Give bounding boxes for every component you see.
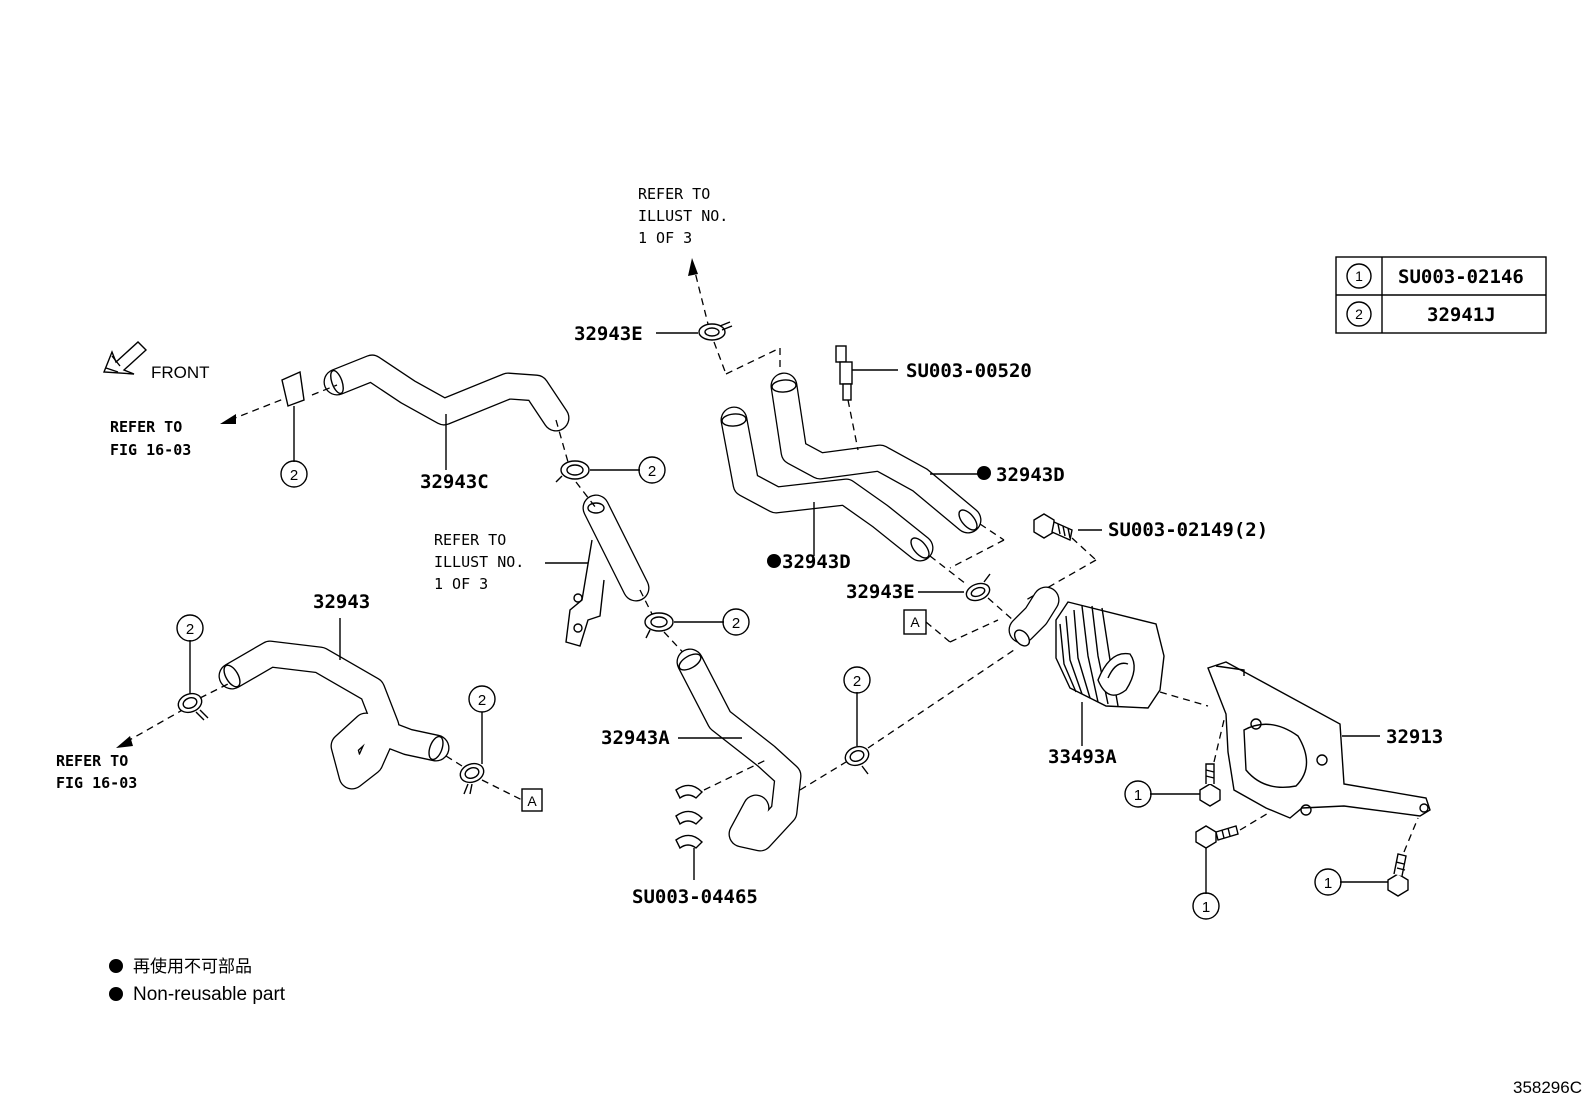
svg-text:FIG 16-03: FIG 16-03	[56, 774, 137, 792]
callout-number: 2	[290, 467, 298, 484]
label-33493A: 33493A	[1048, 746, 1117, 768]
hose-clamp: 2	[176, 614, 233, 721]
hose-clamp: 2 A	[445, 685, 543, 812]
table-row: 1 SU003-02146	[1346, 263, 1524, 289]
label-32943E-mid: 32943E	[846, 581, 915, 603]
hose-clamp-32943E	[656, 321, 781, 375]
svg-text:1: 1	[1202, 899, 1210, 916]
hose-32943C	[323, 354, 570, 470]
bolt: 1	[1314, 817, 1419, 897]
svg-text:1: 1	[1324, 875, 1332, 892]
table-row-number: 2	[1355, 306, 1363, 322]
legend: 再使用不可部品 Non-reusable part	[109, 956, 286, 1005]
label-32943: 32943	[313, 591, 370, 613]
hose-32943A	[676, 648, 802, 852]
svg-text:2: 2	[853, 673, 861, 690]
refer-note-mid: REFER TO ILLUST NO. 1 OF 3	[434, 531, 588, 593]
bolt: 1	[1192, 811, 1271, 920]
label-32943D-lower: 32943D	[782, 551, 851, 573]
label-32943D-upper: 32943D	[996, 464, 1065, 486]
hose-clamp: 2	[639, 589, 750, 661]
svg-text:ILLUST NO.: ILLUST NO.	[638, 207, 728, 225]
bracket-pipe	[565, 494, 650, 647]
svg-text:2: 2	[186, 621, 194, 638]
hose-clamp: 2	[555, 456, 666, 484]
ref-box-a: A	[903, 609, 999, 643]
oil-cooler-33493A	[1008, 586, 1209, 746]
svg-text:REFER TO: REFER TO	[434, 531, 506, 549]
bracket-32913	[1207, 661, 1431, 819]
non-reusable-bullet-icon	[767, 554, 781, 568]
label-su003-00520: SU003-00520	[906, 360, 1032, 382]
front-arrow-icon	[102, 341, 148, 375]
table-row-part: 32941J	[1427, 304, 1496, 326]
svg-text:1 OF 3: 1 OF 3	[434, 575, 488, 593]
svg-text:1: 1	[1134, 787, 1142, 804]
label-32943A: 32943A	[601, 727, 670, 749]
svg-text:2: 2	[648, 463, 656, 480]
non-reusable-bullet-icon	[109, 987, 123, 1001]
hose-32943D-lower	[720, 406, 934, 562]
label-su003-02149: SU003-02149(2)	[1108, 519, 1268, 541]
label-32943C: 32943C	[420, 471, 489, 493]
svg-text:FIG 16-03: FIG 16-03	[110, 441, 191, 459]
table-row: 2 32941J	[1346, 301, 1496, 327]
hose-clamp: 2	[280, 370, 338, 488]
figure-id: 358296C	[1513, 1078, 1582, 1097]
svg-text:2: 2	[732, 615, 740, 632]
ref-box-a: A	[527, 793, 537, 809]
non-reusable-bullet-icon	[977, 466, 991, 480]
legend-english: Non-reusable part	[133, 984, 286, 1005]
non-reusable-bullet-icon	[109, 959, 123, 973]
bolt-su003-02149	[1025, 513, 1102, 601]
svg-text:1 OF 3: 1 OF 3	[638, 229, 692, 247]
svg-text:REFER TO: REFER TO	[638, 185, 710, 203]
table-row-number: 1	[1355, 268, 1363, 284]
front-label: FRONT	[151, 363, 210, 382]
fitting-su003-00520	[835, 345, 898, 451]
label-32913: 32913	[1386, 726, 1443, 748]
svg-text:A: A	[910, 614, 920, 630]
refer-note-fig-lower: REFER TO FIG 16-03	[56, 707, 187, 792]
svg-text:REFER TO: REFER TO	[110, 418, 182, 436]
legend-japanese: 再使用不可部品	[133, 956, 252, 976]
parts-table: 1 SU003-02146 2 32941J	[1335, 256, 1547, 334]
hose-32943	[218, 618, 450, 790]
refer-note-fig-upper: REFER TO FIG 16-03	[110, 397, 287, 459]
label-32943E-top: 32943E	[574, 323, 643, 345]
hose-32943D-upper	[770, 372, 982, 534]
label-su003-04465: SU003-04465	[632, 886, 758, 908]
table-row-part: SU003-02146	[1398, 266, 1524, 288]
bolt: 1	[1124, 719, 1225, 808]
svg-text:2: 2	[478, 692, 486, 709]
refer-note-top: REFER TO ILLUST NO. 1 OF 3	[638, 185, 728, 341]
hose-clip	[675, 759, 767, 880]
svg-text:ILLUST NO.: ILLUST NO.	[434, 553, 524, 571]
hose-clamp: 2	[799, 649, 1015, 791]
hose-clamp-32943E	[918, 573, 1023, 629]
svg-text:REFER TO: REFER TO	[56, 752, 128, 770]
